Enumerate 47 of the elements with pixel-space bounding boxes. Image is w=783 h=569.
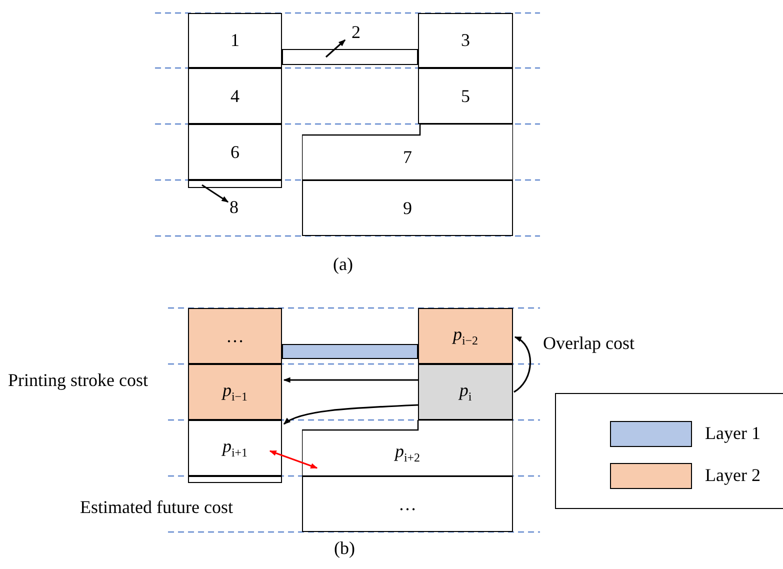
region-box — [188, 124, 282, 180]
region-shape — [302, 420, 513, 476]
arrow — [202, 184, 229, 203]
region-box — [188, 364, 282, 420]
region-label: 7 — [403, 146, 412, 168]
region-box — [418, 364, 513, 420]
region-box — [418, 13, 513, 68]
region-box — [188, 308, 282, 364]
region-box — [188, 420, 282, 476]
region-label: 6 — [230, 142, 240, 162]
region-label: 5 — [461, 86, 470, 106]
region-box — [302, 476, 513, 532]
region-box — [302, 180, 513, 236]
legend-label: Layer 1 — [705, 423, 760, 444]
edge-label: Estimated future cost — [80, 497, 233, 518]
panel-caption: (a) — [333, 254, 353, 275]
region-label: 9 — [403, 198, 412, 218]
region-label: p$_{i+1}$ — [222, 436, 248, 460]
region-label: 3 — [461, 30, 470, 51]
region-label: p$_{i−1}$ — [222, 380, 248, 404]
strip-box — [282, 344, 418, 359]
region-label: p$_{i+2}$ — [394, 440, 420, 466]
callout-number: 8 — [225, 195, 243, 219]
arrow — [283, 404, 418, 425]
arrow — [269, 450, 318, 469]
region-box — [418, 308, 513, 364]
region-label: … — [398, 494, 416, 514]
region-box — [418, 68, 513, 124]
region-label: p$_{i}$ — [459, 380, 472, 404]
region-shape — [302, 124, 513, 180]
arrow — [283, 377, 418, 383]
region-box — [188, 68, 282, 124]
region-label: p$_{i−2}$ — [452, 324, 478, 348]
arrow — [514, 336, 531, 393]
strip-box — [188, 476, 282, 483]
panel-caption: (b) — [334, 538, 355, 559]
region-label: 4 — [230, 86, 240, 106]
callout-number: 2 — [346, 20, 366, 44]
legend-label: Layer 2 — [705, 465, 760, 486]
annotation-text: Printing stroke cost — [8, 370, 148, 391]
region-label: 1 — [230, 30, 240, 51]
strip-box — [188, 180, 282, 188]
arrow — [325, 39, 346, 58]
region-label: … — [226, 326, 244, 346]
edge-label: Overlap cost — [543, 333, 634, 354]
strip-box — [282, 49, 418, 65]
region-box — [188, 13, 282, 68]
